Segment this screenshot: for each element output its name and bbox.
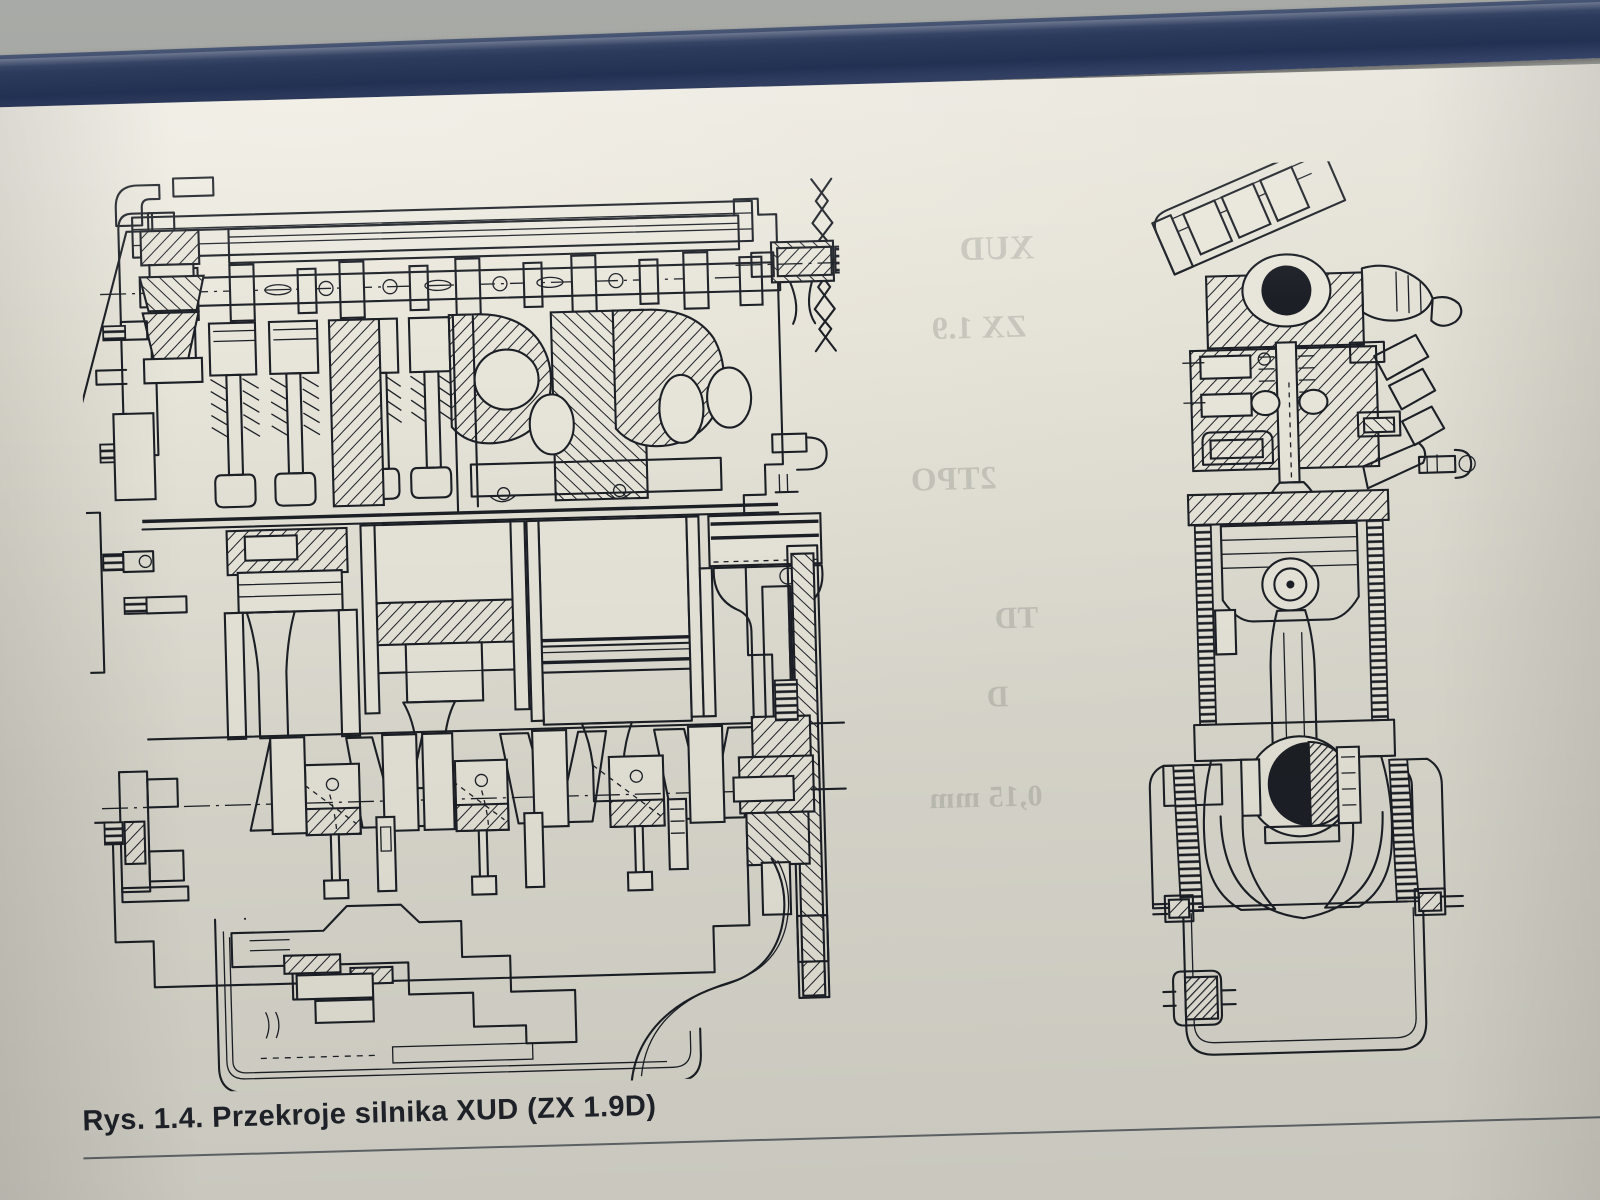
book-page: XUD ZX 1.9 2TPO TD D 0,15 mm [0, 62, 1600, 1200]
ghost-text-line: 2TPO [909, 460, 998, 499]
figure-longitudinal-section [76, 176, 862, 1094]
figure-transverse-section [1148, 156, 1476, 1056]
ghost-text-line: 0,15 mm [928, 779, 1043, 816]
ghost-text-line: TD [993, 599, 1039, 636]
ghost-text-line: ZX 1.9 [930, 307, 1028, 347]
figure-caption: Rys. 1.4. Przekroje silnika XUD (ZX 1.9D… [82, 1089, 657, 1138]
ghost-text-line: XUD [958, 229, 1035, 269]
ghost-text-line: D [985, 680, 1009, 714]
